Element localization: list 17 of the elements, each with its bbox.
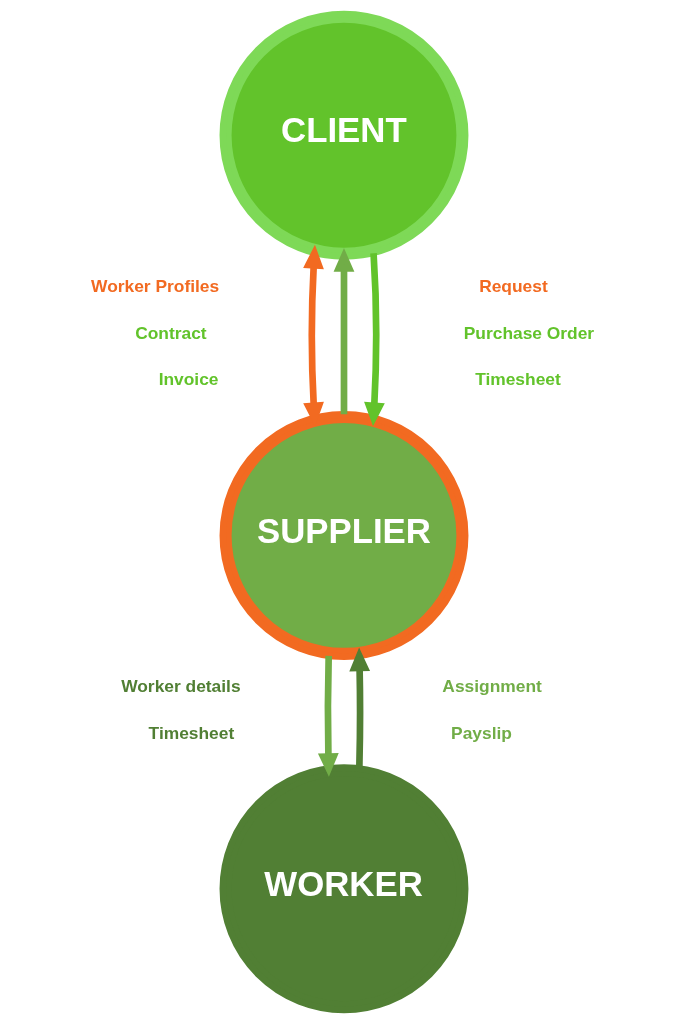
arrow xyxy=(349,647,371,769)
node-circle: SUPPLIER xyxy=(219,410,469,660)
label: Request xyxy=(479,275,548,296)
arrow xyxy=(364,252,385,427)
label: Contract xyxy=(135,322,207,343)
label: Worker details xyxy=(121,675,241,696)
node-circle: CLIENT xyxy=(219,10,469,260)
label: Invoice xyxy=(158,369,219,390)
arrow xyxy=(333,248,355,415)
label: Purchase Order xyxy=(463,322,595,343)
label: Assignment xyxy=(442,675,542,696)
label: Worker Profiles xyxy=(91,275,220,296)
node-circle: WORKER xyxy=(219,764,469,1014)
label: Payslip xyxy=(451,722,512,743)
label: Timesheet xyxy=(148,722,235,743)
label: Timesheet xyxy=(475,369,561,390)
arrow xyxy=(317,655,339,777)
